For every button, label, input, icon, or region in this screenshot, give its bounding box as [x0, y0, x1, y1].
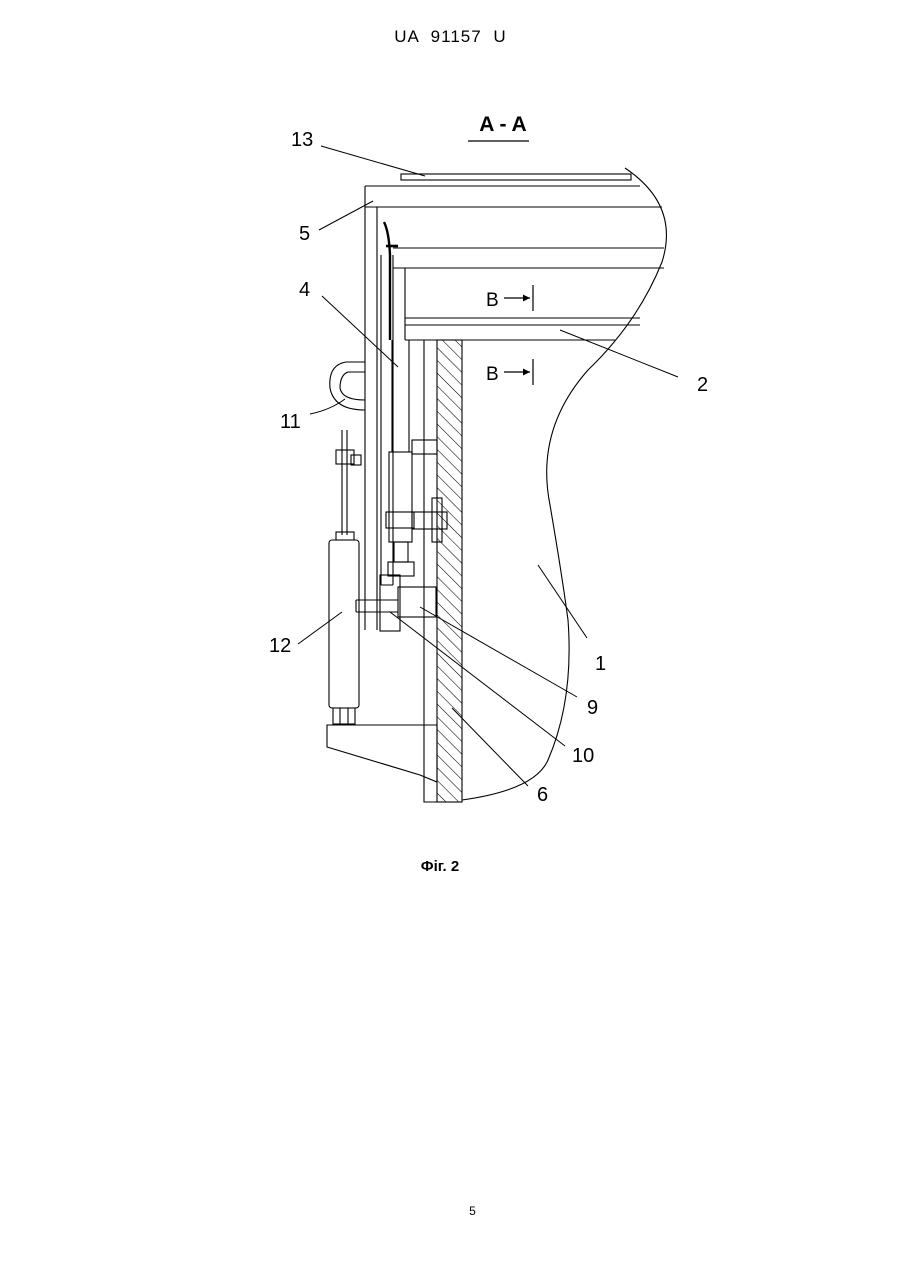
upper-beam	[393, 248, 664, 340]
cover-plate-13	[401, 174, 631, 180]
label-5: 5	[299, 223, 310, 245]
page-number: 5	[0, 1204, 901, 1218]
gas-spring-rod	[342, 430, 347, 535]
label-9: 9	[587, 697, 598, 719]
handle-11	[330, 362, 365, 410]
label-13: 13	[291, 129, 313, 151]
section-title: A - A	[479, 113, 526, 136]
label-10: 10	[572, 745, 594, 767]
label-4: 4	[299, 279, 310, 301]
label-12: 12	[269, 635, 291, 657]
gas-spring-12	[329, 540, 359, 708]
label-11: 11	[280, 411, 301, 433]
label-1: 1	[595, 653, 606, 675]
label-2: 2	[697, 374, 708, 396]
section-mark-b-lower: B	[486, 364, 499, 385]
body-break-line	[462, 168, 666, 800]
section-mark-b-upper: B	[486, 290, 499, 311]
seal-strip	[384, 222, 390, 340]
figure-caption: Фіг. 2	[0, 858, 880, 875]
axle-10	[380, 575, 400, 631]
label-6: 6	[537, 784, 548, 806]
wall-6-hatched	[437, 340, 462, 802]
support-bracket	[327, 725, 437, 782]
beam-2	[405, 318, 640, 340]
